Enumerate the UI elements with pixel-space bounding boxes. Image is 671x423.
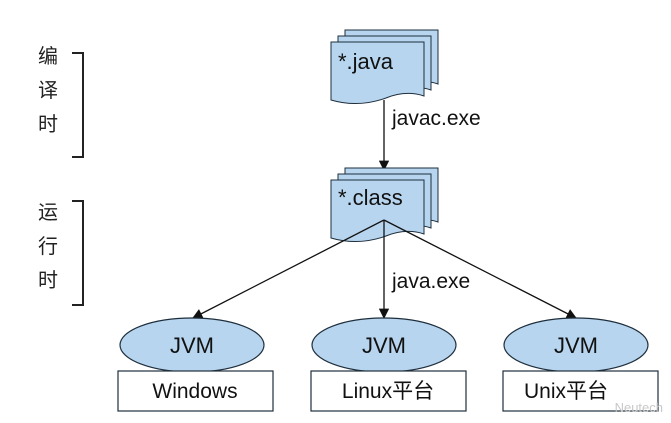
platform-box-linux (310, 370, 467, 412)
platform-box-windows (117, 370, 274, 412)
class-file-icon (330, 167, 439, 242)
run-arrow-unix (383, 219, 577, 319)
runtime-label: 运 行 时 (38, 202, 58, 292)
launcher-label: java.exe (391, 270, 470, 293)
compile-time-label: 编 译 时 (38, 46, 58, 136)
jvm-label-linux: JVM (362, 333, 406, 358)
compile-time-bracket (72, 52, 84, 158)
java-source-file-icon (330, 29, 439, 104)
compiler-label: javac.exe (391, 107, 481, 130)
class-file-label: *.class (338, 185, 403, 210)
jvm-label-windows: JVM (170, 333, 214, 358)
runtime-bracket (72, 200, 84, 306)
source-file-label: *.java (338, 49, 394, 74)
jvm-label-unix: JVM (554, 333, 598, 358)
run-arrow-windows (192, 219, 385, 319)
platform-label-windows: Windows (152, 380, 237, 403)
platform-box-unix (502, 370, 659, 412)
platform-label-unix: Unix平台 (524, 380, 608, 403)
platform-label-linux: Linux平台 (342, 380, 434, 403)
watermark: Neutech (614, 400, 663, 415)
